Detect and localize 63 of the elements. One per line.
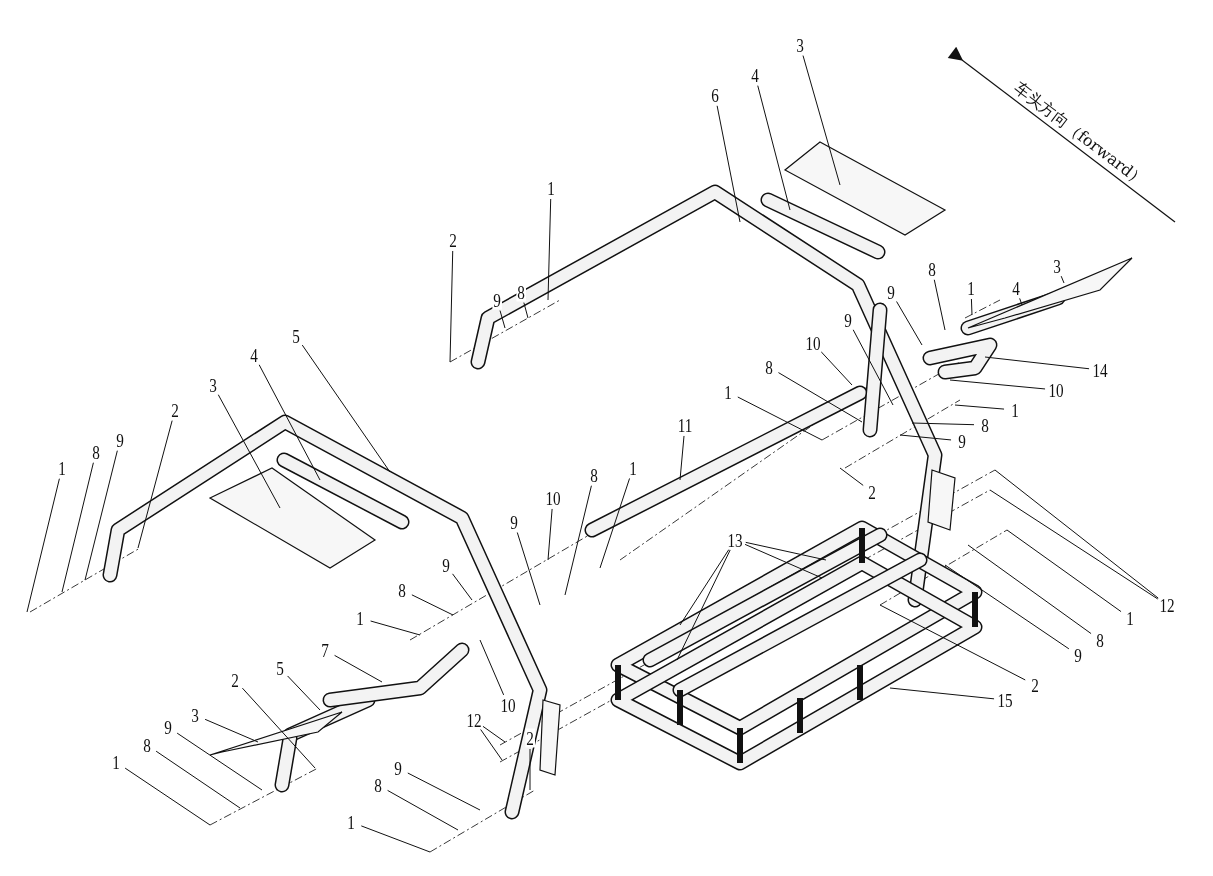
- leader-line: [387, 789, 459, 831]
- leader-line: [217, 394, 281, 509]
- leader-line: [911, 422, 975, 426]
- leader-line: [889, 687, 995, 700]
- leader-line: [984, 356, 1090, 370]
- leader-line: [287, 675, 321, 711]
- leader-line: [933, 279, 946, 331]
- leader-line: [449, 250, 454, 363]
- leader-line: [679, 548, 730, 626]
- leader-line: [523, 302, 529, 319]
- leader-line: [1019, 297, 1023, 306]
- leader-line: [84, 450, 118, 581]
- leader-line: [499, 310, 506, 329]
- leader-line: [599, 477, 631, 569]
- leader-line: [970, 298, 973, 316]
- leader-line: [820, 350, 853, 386]
- leader-line: [802, 55, 841, 186]
- leader-line: [155, 750, 241, 809]
- leader-line: [954, 404, 1005, 410]
- leader-line: [852, 329, 894, 406]
- leader-line: [944, 564, 1070, 650]
- leader-line: [547, 508, 553, 561]
- callout-number: 2: [525, 728, 535, 748]
- leader-line: [989, 489, 1159, 600]
- leader-line: [516, 532, 541, 606]
- leader-line: [564, 485, 592, 596]
- leader-line: [744, 543, 823, 579]
- leader-line: [1060, 275, 1065, 284]
- leader-line: [899, 434, 952, 441]
- leader-line: [124, 767, 211, 826]
- leader-line: [547, 198, 552, 301]
- leader-line: [879, 604, 1026, 681]
- leader-line: [994, 469, 1159, 599]
- leader-line: [479, 728, 503, 761]
- leader-line: [479, 639, 505, 696]
- leader-line: [204, 718, 259, 743]
- leader-line: [679, 435, 685, 481]
- leader-line: [61, 462, 94, 593]
- leader-line: [482, 725, 506, 743]
- leader-line: [452, 573, 473, 601]
- leader-line: [757, 85, 791, 211]
- leader-line: [241, 687, 316, 769]
- leader-line: [737, 396, 823, 441]
- leader-line: [137, 420, 173, 549]
- leader-line: [745, 541, 827, 561]
- leader-line: [777, 372, 863, 423]
- leader-line: [967, 544, 1092, 635]
- leader-line: [529, 748, 531, 791]
- leader-line: [411, 594, 454, 616]
- leader-line: [176, 732, 263, 791]
- leader-line: [370, 620, 421, 636]
- leader-line: [1006, 529, 1122, 613]
- callout-number: 12: [1158, 595, 1176, 615]
- leader-line: [26, 478, 60, 613]
- leader-line: [334, 654, 383, 683]
- leader-line: [839, 467, 864, 486]
- leader-line: [258, 364, 321, 481]
- leader-line: [676, 549, 731, 661]
- leader-line: [301, 344, 391, 473]
- leader-line: [716, 105, 741, 223]
- leader-line: [407, 772, 481, 811]
- leader-line: [949, 379, 1046, 390]
- leader-line: [360, 825, 431, 853]
